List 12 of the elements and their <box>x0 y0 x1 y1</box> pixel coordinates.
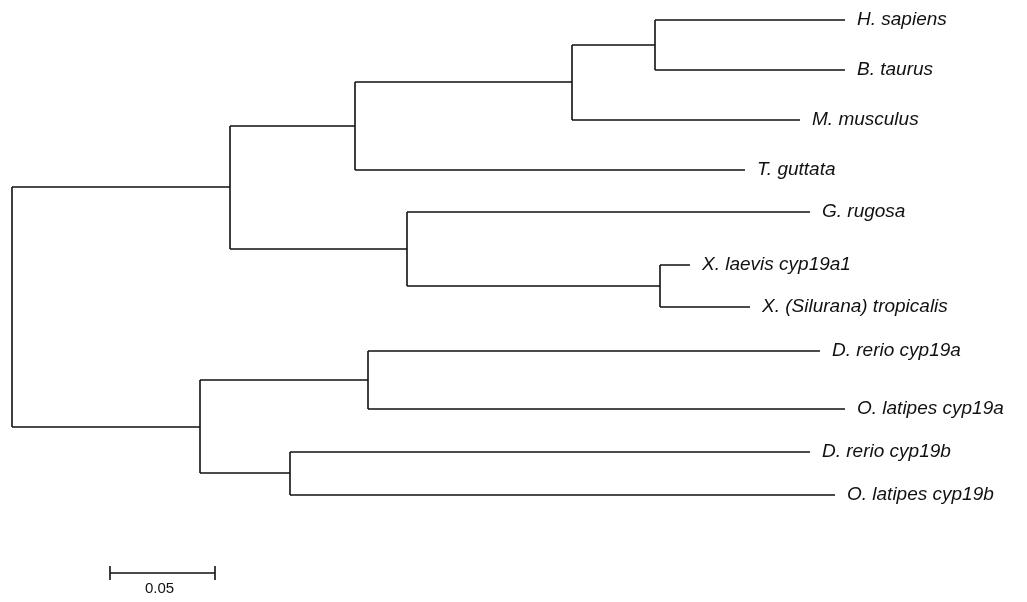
species-label: M. musculus <box>812 108 919 130</box>
species-label: D. rerio cyp19b <box>822 440 951 462</box>
species-label: O. latipes cyp19a <box>857 397 1004 419</box>
species-label: H. sapiens <box>857 8 947 30</box>
species-label: D. rerio cyp19a <box>832 339 961 361</box>
scale-value: 0.05 <box>145 579 175 597</box>
species-label: B. taurus <box>857 58 934 80</box>
species-label: O. latipes cyp19b <box>847 483 994 505</box>
species-label: X. (Silurana) tropicalis <box>762 295 948 317</box>
species-label: X. laevis cyp19a1 <box>702 253 851 275</box>
species-label: T. guttata <box>757 158 836 180</box>
species-label: G. rugosa <box>822 200 906 222</box>
